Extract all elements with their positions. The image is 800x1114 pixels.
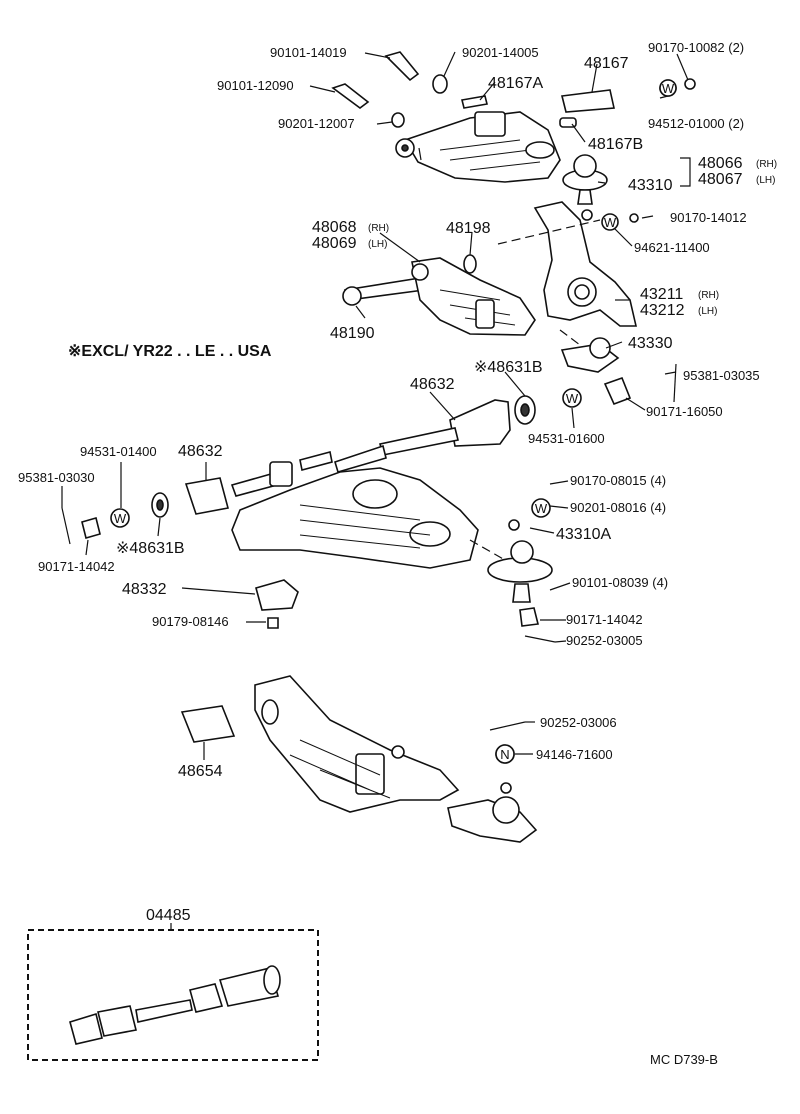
label-04485: 04485: [146, 907, 191, 924]
label-48632-left: 48632: [178, 443, 223, 460]
label-48632-top: 48632: [410, 376, 455, 393]
kit-04485: [27, 923, 319, 1061]
washer-mark-w1: W: [662, 81, 675, 96]
washer-mark-n: N: [500, 747, 509, 762]
label-48167A: 48167A: [488, 75, 543, 92]
label-95381-03030: 95381-03030: [18, 470, 95, 485]
label-90171-14042-right: 90171-14042: [566, 612, 643, 627]
label-94512-01000: 94512-01000 (2): [648, 116, 744, 131]
footer-code: MC D739-B: [650, 1052, 718, 1067]
label-90170-08015: 90170-08015 (4): [570, 473, 666, 488]
label-94146-71600: 94146-71600: [536, 747, 613, 762]
label-48066: 48066: [698, 155, 743, 172]
part-labels: 90101-14019 90201-14005 90170-10082 (2) …: [18, 40, 777, 1067]
label-48067: 48067: [698, 171, 743, 188]
label-43310A: 43310A: [556, 526, 611, 543]
leader-lines: [61, 51, 691, 760]
label-90170-10082: 90170-10082 (2): [648, 40, 744, 55]
label-48067-lh: (LH): [756, 175, 775, 186]
label-43330: 43330: [628, 335, 673, 352]
lower-control-arm-bottom: [180, 675, 538, 843]
label-43211: 43211: [640, 286, 683, 303]
label-94531-01600: 94531-01600: [528, 431, 605, 446]
label-90201-14005: 90201-14005: [462, 45, 539, 60]
label-48198: 48198: [446, 220, 491, 237]
label-43211-rh: (RH): [698, 290, 719, 301]
label-90171-14042-left: 90171-14042: [38, 559, 115, 574]
washer-mark-w4: W: [114, 511, 127, 526]
label-90201-12007: 90201-12007: [278, 116, 355, 131]
label-48654: 48654: [178, 763, 223, 780]
label-90201-08016: 90201-08016 (4): [570, 500, 666, 515]
upper-arm-assembly: [331, 51, 696, 221]
washer-mark-w5: W: [535, 501, 548, 516]
lower-arm: [231, 467, 556, 643]
label-90252-03005: 90252-03005: [566, 633, 643, 648]
label-43310: 43310: [628, 177, 673, 194]
washer-mark-w3: W: [566, 391, 579, 406]
label-90171-16050: 90171-16050: [646, 404, 723, 419]
exclusion-note: ※EXCL/ YR22 . . LE . . USA: [68, 343, 272, 360]
label-90101-08039: 90101-08039 (4): [572, 575, 668, 590]
label-90252-03006: 90252-03006: [540, 715, 617, 730]
washer-marks: W W W W W N: [110, 79, 677, 764]
label-43212: 43212: [640, 302, 685, 319]
label-90170-14012: 90170-14012: [670, 210, 747, 225]
label-43212-lh: (LH): [698, 306, 717, 317]
label-48332: 48332: [122, 581, 167, 598]
label-48066-rh: (RH): [756, 159, 777, 170]
label-48068: 48068: [312, 219, 357, 236]
label-48631B-left: ※48631B: [116, 540, 185, 557]
label-48068-rh: (RH): [368, 223, 389, 234]
label-90179-08146: 90179-08146: [152, 614, 229, 629]
label-94621-11400: 94621-11400: [634, 240, 710, 255]
label-48167: 48167: [584, 55, 629, 72]
label-48069: 48069: [312, 235, 357, 252]
label-48631B-top: ※48631B: [474, 359, 543, 376]
label-94531-01400: 94531-01400: [80, 444, 157, 459]
label-90101-14019: 90101-14019: [270, 45, 347, 60]
label-48069-lh: (LH): [368, 239, 387, 250]
washer-mark-w2: W: [604, 215, 617, 230]
label-90101-12090: 90101-12090: [217, 78, 294, 93]
label-48190: 48190: [330, 325, 375, 342]
label-48167B: 48167B: [588, 136, 643, 153]
label-95381-03035: 95381-03035: [683, 368, 760, 383]
